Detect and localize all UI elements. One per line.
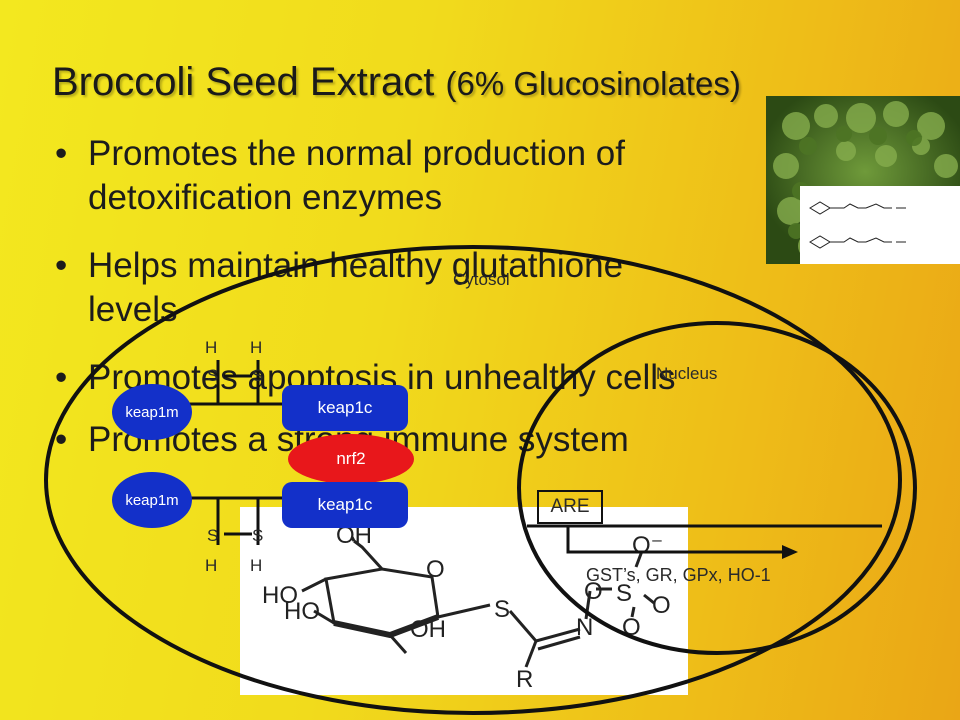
bullet-dot: • (55, 358, 68, 397)
title-main: Broccoli Seed Extract (52, 60, 435, 104)
h-label: H (205, 556, 218, 575)
h-label: H (250, 338, 263, 357)
bullet-line: levels (88, 290, 178, 329)
keap1m-bottom: keap1m (112, 472, 192, 528)
broccoli-photo (766, 96, 960, 264)
bullet-dot: • (55, 246, 68, 285)
keap1c-bottom: keap1c (282, 482, 408, 528)
bullet-item-2: • Helps maintain healthy glutathione lev… (55, 244, 815, 332)
bullet-dot: • (55, 134, 68, 173)
cell-membrane (44, 245, 902, 715)
enzyme-list: GST’s, GR, GPx, HO-1 (586, 565, 771, 585)
are-element: ARE (537, 490, 603, 524)
mol-s: S (494, 596, 510, 623)
s-label: S (252, 526, 264, 545)
s-label: S (252, 366, 264, 385)
s-label: S (207, 366, 219, 385)
mol-oh-bottom: OH (410, 616, 446, 643)
mol-ho-left: HO (262, 582, 298, 609)
mol-o-right: O (652, 592, 671, 619)
cytosol-label: Cytosol (453, 270, 510, 289)
mol-n: N (576, 614, 593, 641)
nucleus-label: Nucleus (656, 364, 718, 383)
keap1c-top: keap1c (282, 385, 408, 431)
mol-o-link: O (584, 578, 603, 605)
mol-ring-o: O (426, 556, 445, 583)
h-label: H (205, 338, 218, 357)
nucleus-membrane (517, 321, 917, 655)
bullet-item-1: • Promotes the normal production of deto… (55, 132, 815, 220)
slide-title: Broccoli Seed Extract (6% Glucosinolates… (52, 60, 741, 105)
s-label: S (207, 526, 219, 545)
mol-ho-lower: HO (284, 598, 320, 625)
gene-arrow-head (782, 545, 798, 559)
bullet-line: Helps maintain healthy glutathione (88, 246, 624, 285)
nrf2-oval: nrf2 (288, 434, 414, 484)
bullet-line: Promotes the normal production of (88, 134, 625, 173)
mol-r: R (516, 666, 533, 693)
glucosinolate-structure: OH HO HO OH O S N R O S O⁻ O O (240, 507, 688, 695)
title-sub: (6% Glucosinolates) (445, 65, 741, 102)
bullet-line: detoxification enzymes (88, 178, 443, 217)
mol-sulfur: S (616, 580, 632, 607)
h-label: H (250, 556, 263, 575)
mol-o-minus: O⁻ (632, 532, 663, 559)
keap1m-top: keap1m (112, 384, 192, 440)
